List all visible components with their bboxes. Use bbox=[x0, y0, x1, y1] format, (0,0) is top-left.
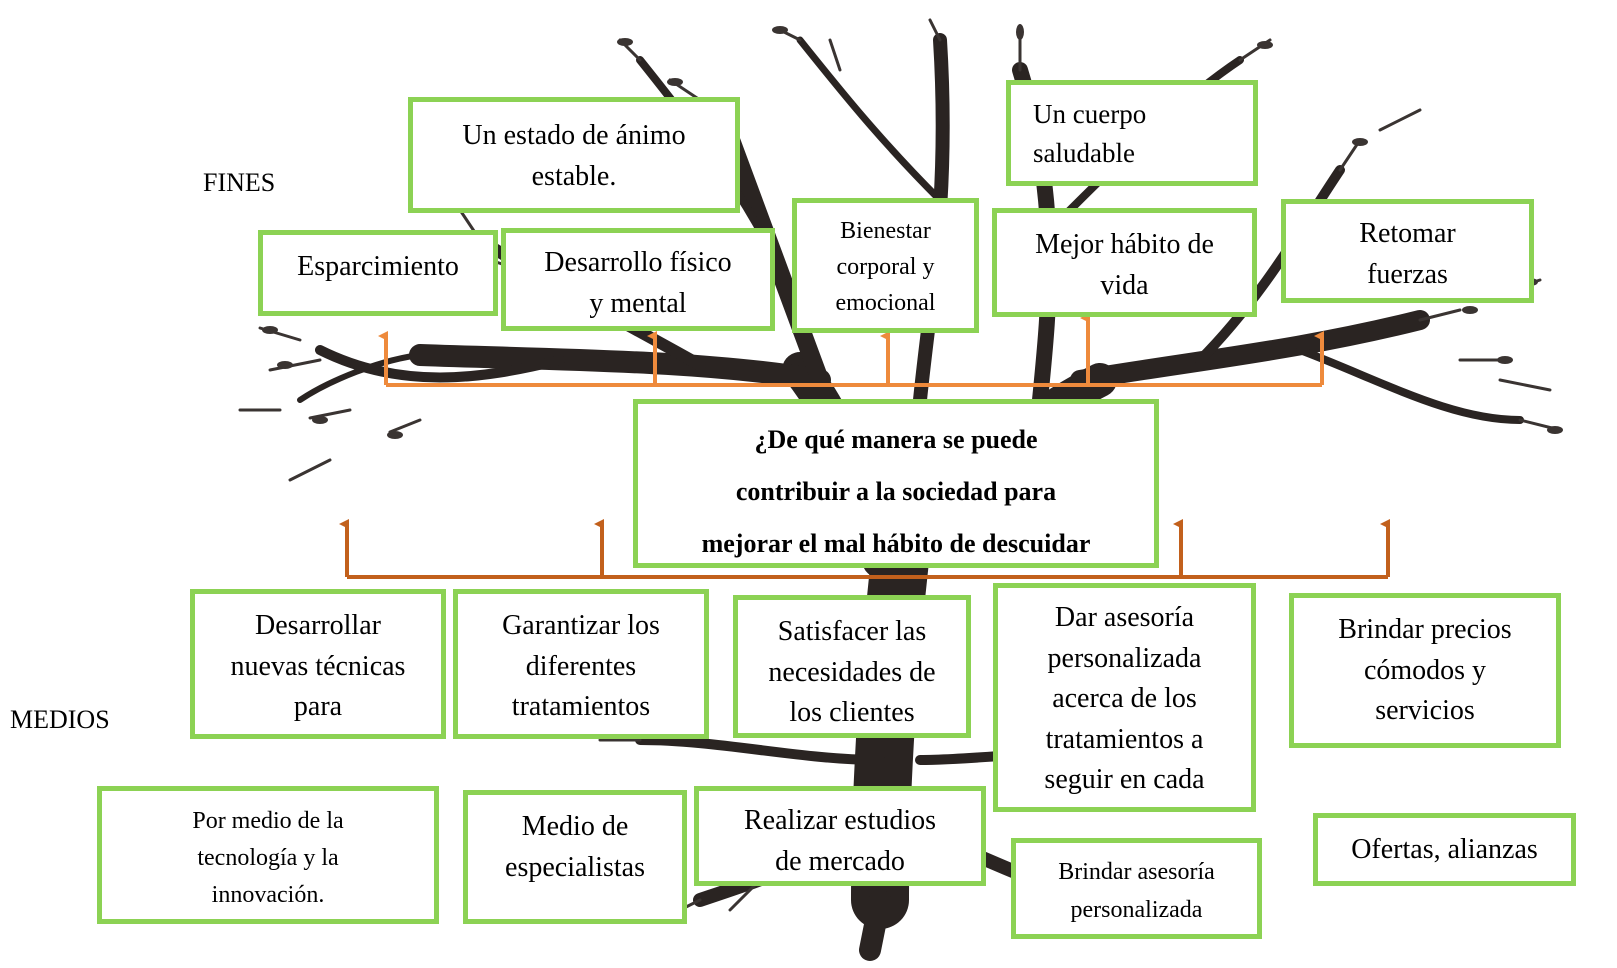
means-label: MEDIOS bbox=[10, 705, 110, 734]
means-text: para bbox=[293, 691, 343, 723]
means-text: Garantizar los bbox=[502, 610, 660, 641]
end-text: Un cuerpo bbox=[1033, 99, 1147, 129]
end-box-bienestar: Bienestar corporal y emocional bbox=[792, 198, 979, 333]
means-box-especialistas: Medio de especialistas bbox=[463, 790, 687, 924]
central-question-box: ¿De qué manera se puede contribuir a la … bbox=[633, 399, 1159, 568]
end-box-retomar: Retomar fuerzas bbox=[1281, 199, 1534, 303]
end-box-esparcimiento: Esparcimiento bbox=[258, 230, 498, 316]
central-question-line: ¿De qué manera se puede bbox=[754, 425, 1038, 454]
end-text: estable. bbox=[531, 160, 617, 192]
means-text: Brindar asesoría bbox=[1058, 859, 1215, 885]
means-text: cómodos y bbox=[1363, 654, 1487, 686]
means-text: personalizada bbox=[1070, 897, 1203, 924]
end-text: Retomar bbox=[1359, 218, 1456, 249]
means-text: Desarrollar bbox=[255, 610, 381, 641]
means-text: Satisfacer las bbox=[777, 616, 927, 647]
end-box-cuerpo-saludable: Un cuerpo saludable bbox=[1006, 80, 1258, 186]
end-text: fuerzas bbox=[1367, 258, 1448, 290]
means-text: tratamientos a bbox=[1045, 723, 1204, 755]
means-box-estudios: Realizar estudios de mercado bbox=[694, 786, 986, 886]
means-box-dar-asesoria: Dar asesoría personalizada acerca de los… bbox=[993, 583, 1256, 812]
means-box-brindar-precios: Brindar precios cómodos y servicios bbox=[1289, 593, 1561, 748]
means-text: innovación. bbox=[211, 882, 325, 909]
end-text: vida bbox=[1100, 269, 1149, 301]
end-box-mejor-habito: Mejor hábito de vida bbox=[992, 208, 1257, 317]
means-text: Medio de bbox=[521, 811, 629, 842]
means-text: servicios bbox=[1375, 695, 1475, 727]
end-box-estado-animo: Un estado de ánimo estable. bbox=[408, 97, 740, 213]
means-box-brindar-asesoria: Brindar asesoría personalizada bbox=[1011, 838, 1262, 939]
means-box-desarrollar: Desarrollar nuevas técnicas para bbox=[190, 589, 446, 739]
end-text: Esparcimiento bbox=[297, 251, 459, 282]
end-text: emocional bbox=[835, 290, 936, 316]
means-text: Brindar precios bbox=[1338, 614, 1512, 645]
central-question-line: mejorar el mal hábito de descuidar bbox=[701, 529, 1091, 558]
means-text: nuevas técnicas bbox=[230, 650, 406, 682]
end-text: Bienestar bbox=[840, 218, 931, 244]
means-box-ofertas: Ofertas, alianzas bbox=[1313, 813, 1576, 886]
means-arrow-group bbox=[339, 519, 1390, 579]
central-question-line: contribuir a la sociedad para bbox=[735, 477, 1057, 506]
means-text: Por medio de la bbox=[192, 808, 344, 834]
end-text: corporal y bbox=[836, 254, 935, 280]
end-box-desarrollo: Desarrollo físico y mental bbox=[501, 228, 775, 331]
means-text: tratamientos bbox=[511, 691, 651, 723]
means-text: Dar asesoría bbox=[1054, 602, 1195, 633]
means-text: especialistas bbox=[505, 851, 645, 883]
means-text: necesidades de bbox=[768, 656, 936, 688]
means-text: Ofertas, alianzas bbox=[1351, 834, 1538, 865]
end-text: saludable bbox=[1033, 138, 1135, 169]
means-box-satisfacer: Satisfacer las necesidades de los client… bbox=[733, 595, 971, 738]
end-text: y mental bbox=[589, 287, 687, 319]
ends-arrow-group bbox=[378, 313, 1324, 387]
means-text: seguir en cada bbox=[1044, 764, 1205, 796]
means-text: personalizada bbox=[1047, 642, 1202, 674]
ends-label: FINES bbox=[203, 168, 276, 197]
means-text: de mercado bbox=[775, 845, 905, 877]
means-text: los clientes bbox=[789, 697, 915, 729]
means-text: tecnología y la bbox=[197, 845, 339, 872]
end-text: Desarrollo físico bbox=[544, 247, 732, 278]
means-text: Realizar estudios bbox=[743, 805, 937, 836]
means-box-garantizar: Garantizar los diferentes tratamientos bbox=[453, 589, 709, 739]
end-text: Mejor hábito de bbox=[1035, 229, 1214, 260]
means-text: acerca de los bbox=[1052, 683, 1197, 715]
means-text: diferentes bbox=[525, 650, 637, 682]
end-text: Un estado de ánimo bbox=[462, 120, 686, 151]
means-box-tecnologia: Por medio de la tecnología y la innovaci… bbox=[97, 786, 439, 924]
